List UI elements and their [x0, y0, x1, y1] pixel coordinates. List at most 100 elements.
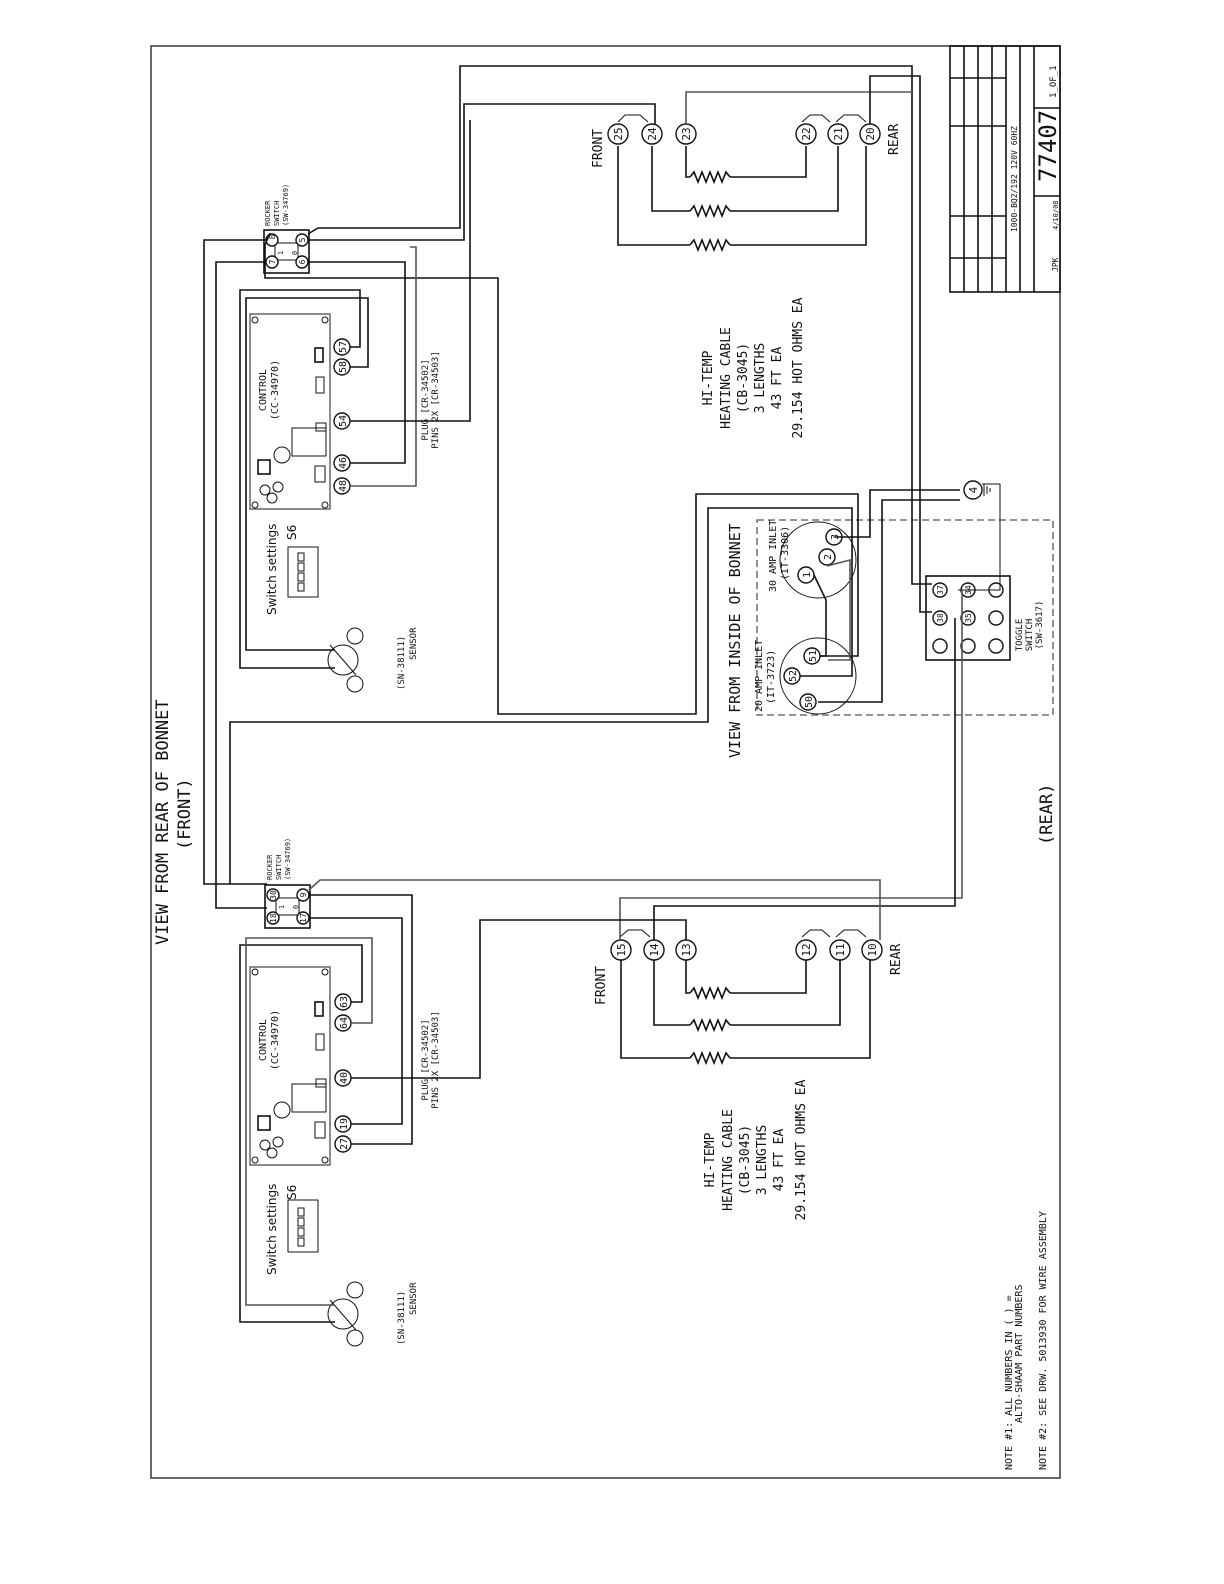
svg-text:15: 15 [615, 943, 628, 956]
sensor-bottom: (SN-38111) SENSOR [327, 1281, 419, 1347]
svg-text:12: 12 [800, 943, 813, 956]
rear-subtitle: (REAR) [1037, 784, 1057, 845]
svg-text:23: 23 [680, 127, 693, 140]
svg-text:(CB-3045): (CB-3045) [738, 1125, 753, 1195]
heating-cable-top: FRONT REAR 25 24 23 22 21 20 [591, 114, 902, 253]
svg-text:(CC-34970): (CC-34970) [270, 360, 281, 420]
svg-text:13: 13 [680, 943, 693, 956]
rocker-switch-top: 8 5 7 6 1 0 ROCKER SWITCH (SW-34769) [263, 184, 310, 274]
note-1a: NOTE #1: ALL NUMBERS IN ( ) = [1004, 1295, 1015, 1470]
svg-text:SWITCH: SWITCH [1025, 619, 1035, 652]
inside-view-title: VIEW FROM INSIDE OF BONNET [726, 523, 744, 758]
note-1b: ALTO-SHAAM PART NUMBERS [1014, 1285, 1025, 1423]
svg-text:52: 52 [788, 670, 799, 682]
svg-text:SENSOR: SENSOR [409, 627, 419, 660]
inlet-30-amp: 3 2 1 30 AMP INLET (IT-3306) [768, 520, 857, 599]
switch-settings-bottom: Switch settings S6 [265, 1184, 319, 1275]
svg-text:SENSOR: SENSOR [409, 1282, 419, 1315]
svg-text:HI-TEMP: HI-TEMP [703, 1132, 718, 1187]
svg-text:2: 2 [823, 554, 834, 560]
drawing-date: 4/10/08 [1052, 200, 1060, 230]
svg-text:29.154 HOT OHMS EA: 29.154 HOT OHMS EA [794, 1079, 809, 1220]
svg-text:21: 21 [832, 127, 845, 140]
svg-text:FRONT: FRONT [594, 966, 609, 1005]
control-board-bottom: CONTROL (CC-34970) 63 64 40 19 27 [249, 966, 352, 1166]
svg-text:63: 63 [339, 996, 350, 1008]
svg-text:14: 14 [648, 943, 661, 957]
heating-cable-bottom: FRONT REAR 15 14 13 12 11 10 [594, 929, 904, 1066]
inlet-20-amp: 51 52 50 20 AMP INLET (IT-3723) [754, 637, 857, 715]
heating-cable-spec-top: HI-TEMP HEATING CABLE (CB-3045) 3 LENGTH… [701, 297, 806, 438]
svg-text:3 LENGTHS: 3 LENGTHS [755, 1125, 770, 1195]
svg-text:51: 51 [808, 650, 819, 662]
svg-text:3 LENGTHS: 3 LENGTHS [753, 343, 768, 413]
svg-text:50: 50 [804, 696, 815, 708]
svg-text:0: 0 [291, 251, 299, 255]
svg-text:1: 1 [277, 251, 285, 255]
note-2: NOTE #2: SEE DRW. 5013930 FOR WIRE ASSEM… [1038, 1211, 1049, 1470]
svg-text:1: 1 [278, 905, 286, 909]
svg-text:(SW-34769): (SW-34769) [284, 838, 292, 880]
svg-text:18: 18 [269, 913, 278, 923]
svg-text:0: 0 [292, 905, 300, 909]
svg-text:19: 19 [339, 1118, 350, 1130]
svg-text:37: 37 [936, 585, 945, 595]
svg-text:TOGGLE: TOGGLE [1015, 619, 1025, 652]
pins-label-bottom: PINS 2X [CR-34503] [431, 1011, 441, 1109]
inlet-enclosure [756, 519, 1054, 716]
svg-text:(CC-34970): (CC-34970) [270, 1010, 281, 1070]
svg-text:8: 8 [268, 234, 277, 239]
plug-label-bottom: PLUG [CR-34502] [421, 1019, 431, 1100]
svg-text:43 FT EA: 43 FT EA [770, 347, 785, 410]
switch-settings-top: Switch settings S6 [265, 524, 319, 615]
svg-text:7: 7 [268, 259, 277, 264]
svg-text:HI-TEMP: HI-TEMP [701, 350, 716, 405]
svg-text:30: 30 [269, 890, 278, 900]
svg-text:HEATING CABLE: HEATING CABLE [719, 327, 734, 429]
svg-text:1: 1 [802, 572, 813, 578]
svg-text:58: 58 [338, 361, 349, 373]
wiring [203, 65, 1001, 1323]
svg-text:11: 11 [834, 943, 847, 956]
svg-text:REAR: REAR [887, 124, 902, 155]
svg-text:17: 17 [299, 913, 308, 923]
svg-text:9: 9 [299, 892, 308, 897]
svg-text:(SN-38111): (SN-38111) [397, 636, 407, 690]
drawing-border [150, 45, 1061, 1479]
model-text: 1000-BQ2/192 120V 60HZ [1010, 126, 1019, 232]
pins-label-top: PINS 2X [CR-34503] [431, 351, 441, 449]
svg-text:5: 5 [298, 237, 307, 242]
svg-text:64: 64 [339, 1017, 350, 1029]
sheet-number: 1_OF_1 [1049, 65, 1059, 98]
toggle-switch: 37 34 38 35 TOGGLE SWITCH (SW-3617) [925, 575, 1045, 661]
svg-text:(SW-3617): (SW-3617) [1035, 601, 1045, 650]
control-board-top: CONTROL (CC-34970) 57 58 54 46 48 [249, 313, 351, 510]
svg-text:(SN-38111): (SN-38111) [397, 1291, 407, 1345]
svg-text:22: 22 [800, 127, 813, 140]
svg-text:24: 24 [646, 127, 659, 141]
svg-text:29.154 HOT OHMS EA: 29.154 HOT OHMS EA [791, 297, 806, 438]
sensor-top: (SN-38111) SENSOR [327, 627, 419, 693]
heating-cable-spec-bottom: HI-TEMP HEATING CABLE (CB-3045) 3 LENGTH… [703, 1079, 809, 1220]
svg-text:(IT-3306): (IT-3306) [780, 526, 791, 580]
title-block: 1000-BQ2/192 120V 60HZ 77407 1_OF_1 JPK … [949, 45, 1062, 293]
drawing-number: 77407 [1034, 110, 1062, 182]
svg-text:SWITCH: SWITCH [273, 201, 281, 226]
svg-text:20: 20 [864, 127, 877, 140]
svg-text:ROCKER: ROCKER [264, 200, 272, 226]
svg-text:48: 48 [338, 480, 349, 492]
svg-text:35: 35 [964, 613, 973, 623]
main-view-title: VIEW FROM REAR OF BONNET [153, 699, 173, 945]
svg-text:S6: S6 [285, 525, 299, 540]
svg-text:FRONT: FRONT [591, 129, 606, 168]
svg-text:57: 57 [338, 341, 349, 353]
plug-label-top: PLUG [CR-34502] [421, 359, 431, 440]
notes: NOTE #1: ALL NUMBERS IN ( ) = ALTO-SHAAM… [1004, 1211, 1049, 1470]
svg-text:SWITCH: SWITCH [275, 855, 283, 880]
svg-text:6: 6 [298, 259, 307, 264]
svg-text:43 FT EA: 43 FT EA [772, 1129, 787, 1192]
svg-text:S6: S6 [285, 1185, 299, 1200]
ground-terminal: 4 [963, 480, 991, 500]
svg-text:CONTROL: CONTROL [258, 369, 269, 411]
